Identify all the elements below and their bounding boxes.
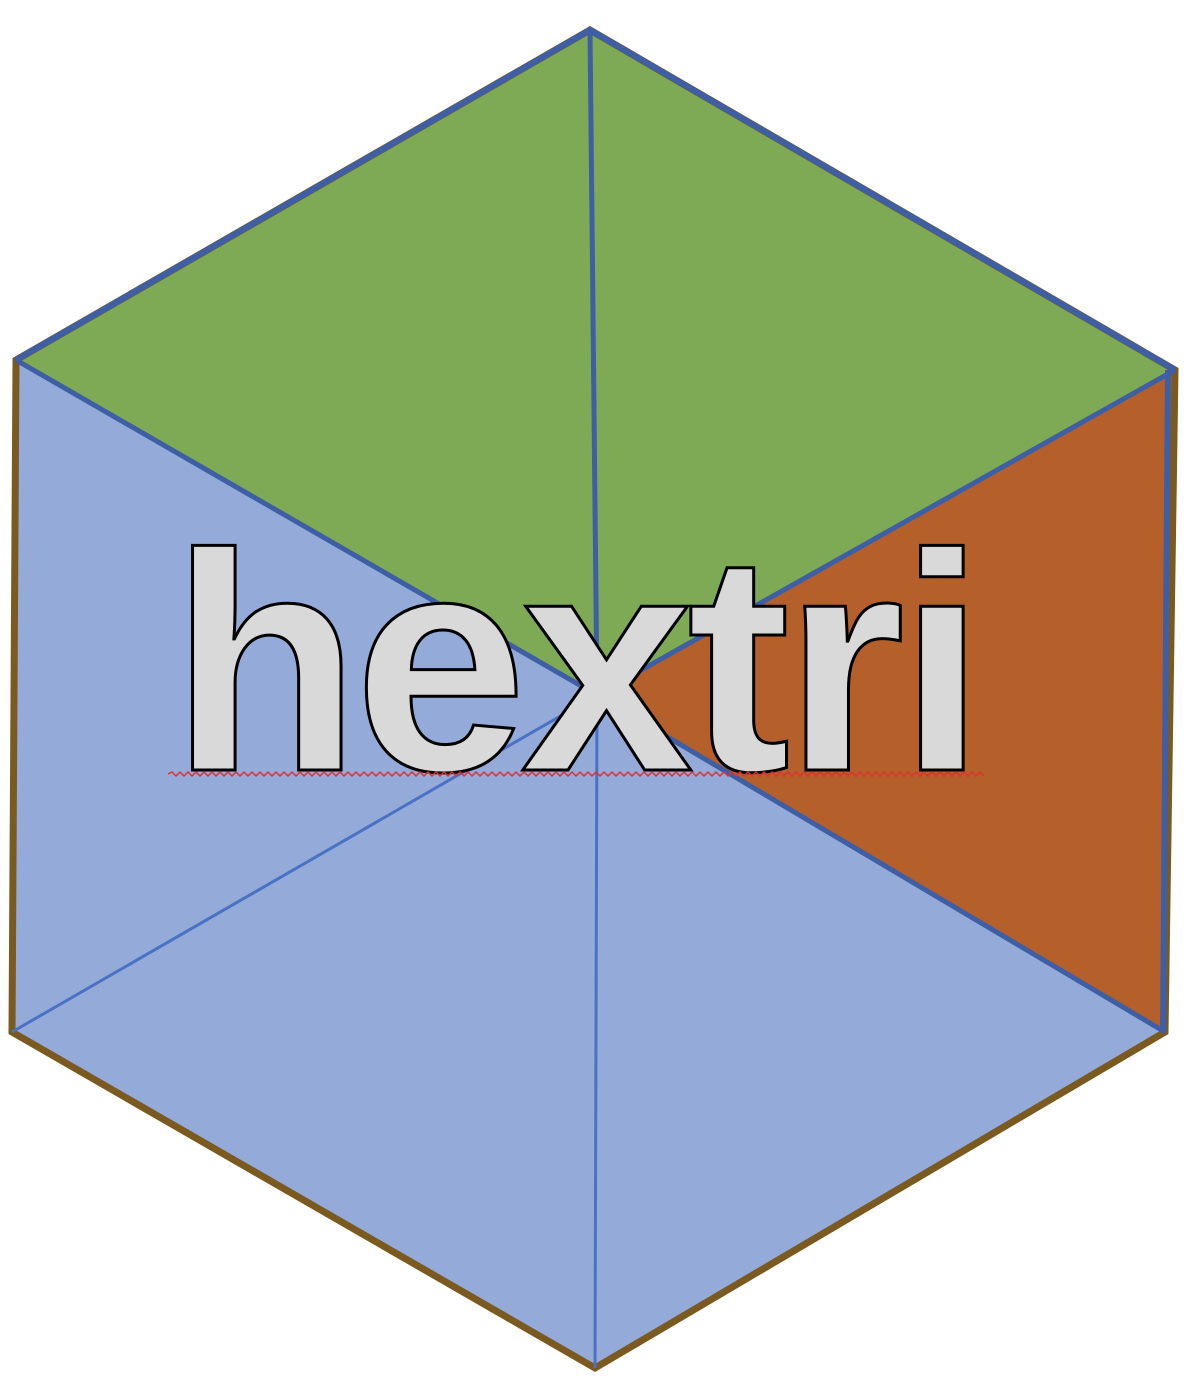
sector-top-left <box>16 30 597 695</box>
divider-lower-right <box>595 692 1167 1035</box>
divider-lower-left <box>11 693 598 1034</box>
logo-text: hextri <box>171 489 979 836</box>
right-edge <box>1160 369 1171 1033</box>
divider-top <box>587 29 600 696</box>
spellcheck-underline <box>167 770 985 778</box>
divider-upper-left <box>14 357 599 698</box>
divider-upper-right <box>595 367 1177 698</box>
divider-bottom <box>593 694 599 1369</box>
sector-left <box>12 360 597 1032</box>
sector-bottom-left <box>12 695 597 1368</box>
sector-top-right <box>590 30 1175 695</box>
sector-bottom-right <box>595 695 1165 1368</box>
sector-right <box>597 370 1175 1032</box>
